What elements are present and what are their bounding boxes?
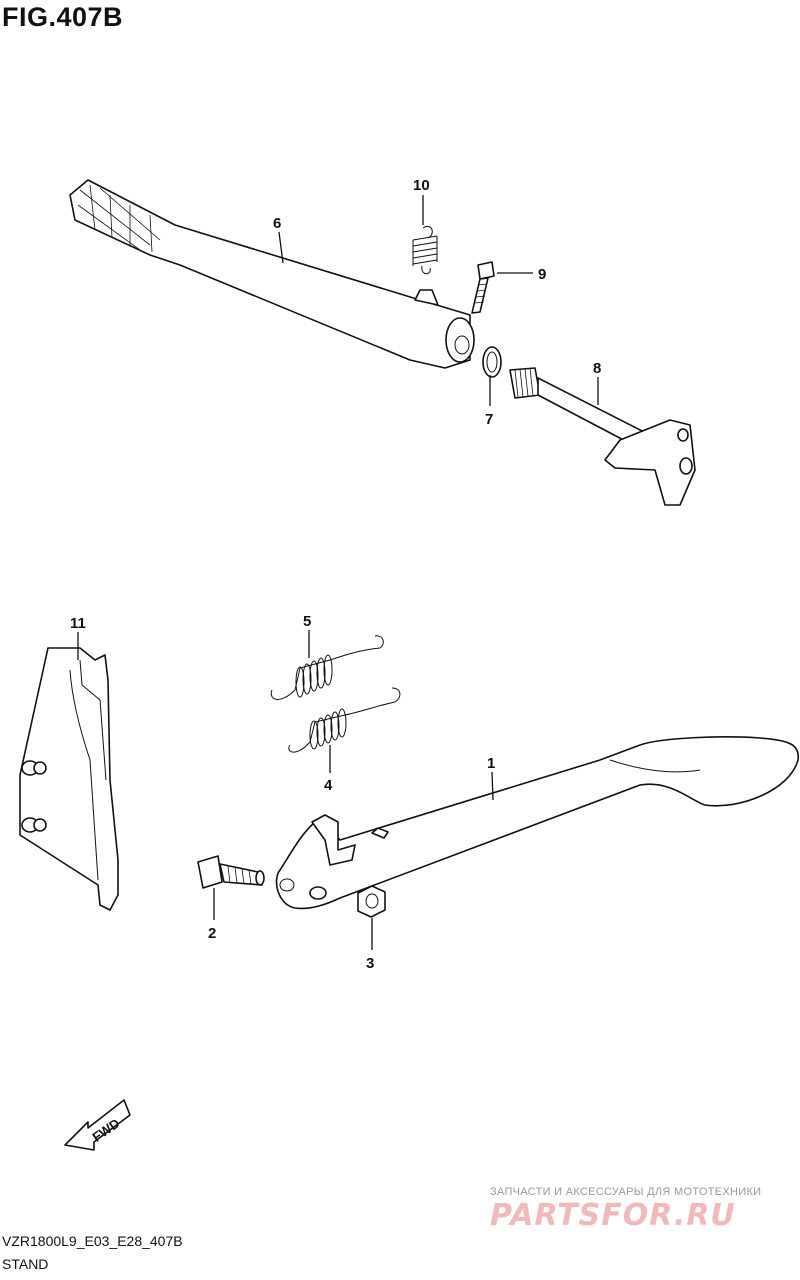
part-9-bolt[interactable] — [471, 261, 495, 314]
part-6-stand-bar[interactable] — [69, 179, 475, 369]
part-10-spring[interactable] — [412, 225, 438, 275]
callout-2[interactable]: 2 — [208, 925, 216, 942]
part-5-spring[interactable] — [270, 635, 384, 700]
watermark-caption: ЗАПЧАСТИ И АКСЕССУАРЫ ДЛЯ МОТОТЕХНИКИ — [490, 1186, 762, 1198]
fwd-arrow: FWD — [64, 1099, 131, 1151]
model-code: VZR1800L9_E03_E28_407B — [2, 1233, 183, 1249]
callout-3[interactable]: 3 — [366, 955, 374, 972]
callout-6[interactable]: 6 — [273, 215, 281, 232]
part-11-bracket-plate[interactable] — [19, 647, 119, 911]
part-1-kickstand-lever[interactable] — [275, 736, 799, 910]
part-4-spring[interactable] — [288, 687, 401, 753]
section-name: STAND — [2, 1256, 49, 1272]
part-2-bolt[interactable] — [197, 855, 265, 889]
watermark-logo: PARTSFOR.RU — [490, 1198, 736, 1233]
callout-7[interactable]: 7 — [485, 411, 493, 428]
figure-title: FIG.407B — [2, 2, 124, 32]
callout-10[interactable]: 10 — [413, 177, 430, 194]
leader-lines — [77, 195, 599, 950]
callout-11[interactable]: 11 — [70, 615, 86, 632]
callout-4[interactable]: 4 — [324, 777, 333, 794]
part-7-washer[interactable] — [482, 346, 502, 378]
callout-8[interactable]: 8 — [593, 360, 601, 377]
part-3-nut[interactable] — [357, 885, 386, 918]
callout-1[interactable]: 1 — [487, 755, 495, 772]
part-8-pivot-shaft[interactable] — [509, 367, 696, 506]
callout-9[interactable]: 9 — [538, 266, 546, 283]
callout-labels: 6 10 9 7 8 11 5 4 1 2 3 — [70, 177, 601, 972]
callout-5[interactable]: 5 — [303, 613, 311, 630]
